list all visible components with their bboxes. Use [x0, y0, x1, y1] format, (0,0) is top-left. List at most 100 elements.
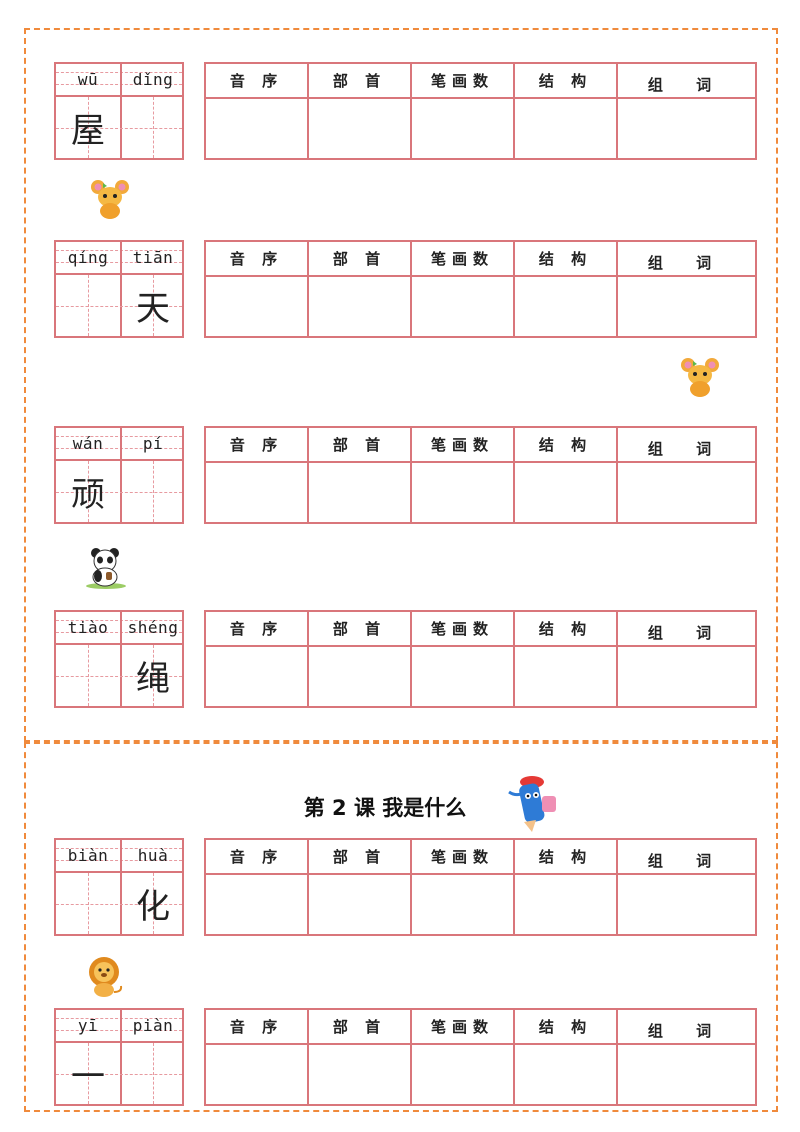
answer-cell[interactable]: [515, 463, 618, 522]
table-header-cell: 组 词: [618, 428, 755, 463]
table-header-cell: 音 序: [206, 1010, 309, 1045]
pinyin-syllable: dǐng: [132, 70, 174, 89]
table-header-cell: 笔画数: [412, 64, 515, 99]
table-header-cell: 组 词: [618, 242, 755, 277]
answer-cell[interactable]: [206, 875, 309, 934]
table-header-cell: 组 词: [618, 840, 755, 875]
answer-cell[interactable]: [412, 647, 515, 706]
lesson-title: 第 2 课 我是什么: [303, 796, 467, 820]
tianzige-word-box: wū dǐng 屋: [54, 62, 184, 160]
answer-cell[interactable]: [412, 99, 515, 158]
lion-icon: [89, 957, 123, 997]
hanzi-cell[interactable]: 一: [71, 1057, 105, 1097]
hanzi-cell[interactable]: 化: [136, 887, 170, 927]
table-header-cell: 部 首: [309, 1010, 412, 1045]
pinyin-row: [56, 64, 182, 97]
answer-cell[interactable]: [618, 875, 755, 934]
pinyin-syllable: shéng: [127, 618, 179, 637]
answer-cell[interactable]: [412, 277, 515, 336]
hanzi-cell[interactable]: 屋: [71, 111, 105, 151]
answer-cell[interactable]: [618, 647, 755, 706]
answer-cell[interactable]: [309, 647, 412, 706]
pinyin-row: [56, 428, 182, 461]
answer-cell[interactable]: [618, 463, 755, 522]
pinyin-row: [56, 612, 182, 645]
pinyin-row: [56, 1010, 182, 1043]
pinyin-row: [56, 840, 182, 873]
hanzi-cell[interactable]: [121, 466, 185, 524]
tianzige-word-box: tiào shéng 绳: [54, 610, 184, 708]
word-info-table: 音 序部 首笔画数结 构组 词: [204, 610, 757, 708]
table-header-cell: 部 首: [309, 840, 412, 875]
answer-cell[interactable]: [618, 1045, 755, 1104]
mouse-icon: [91, 180, 129, 219]
tianzige-word-box: yī piàn 一: [54, 1008, 184, 1106]
answer-cell[interactable]: [515, 277, 618, 336]
word-info-table: 音 序部 首笔画数结 构组 词: [204, 426, 757, 524]
table-header-cell: 笔画数: [412, 242, 515, 277]
pinyin-syllable: qíng: [67, 248, 109, 267]
tianzige-word-box: wán pí 顽: [54, 426, 184, 524]
table-header-cell: 组 词: [618, 64, 755, 99]
answer-cell[interactable]: [412, 1045, 515, 1104]
table-header-cell: 结 构: [515, 64, 618, 99]
hanzi-cell[interactable]: [56, 280, 120, 338]
answer-cell[interactable]: [515, 875, 618, 934]
answer-cell[interactable]: [206, 1045, 309, 1104]
answer-cell[interactable]: [309, 875, 412, 934]
pinyin-syllable: wán: [72, 434, 104, 453]
hanzi-cell[interactable]: [121, 102, 185, 160]
answer-cell[interactable]: [412, 463, 515, 522]
answer-cell[interactable]: [515, 99, 618, 158]
table-header-cell: 音 序: [206, 612, 309, 647]
pinyin-syllable: wū: [77, 70, 99, 89]
table-header-cell: 笔画数: [412, 1010, 515, 1045]
table-header-cell: 结 构: [515, 428, 618, 463]
panda-icon: [86, 548, 126, 589]
table-header-cell: 音 序: [206, 840, 309, 875]
hanzi-cell[interactable]: [56, 878, 120, 936]
hanzi-cell[interactable]: 绳: [136, 659, 170, 699]
hanzi-cell[interactable]: [56, 650, 120, 708]
pinyin-syllable: biàn: [67, 846, 109, 865]
table-header-cell: 部 首: [309, 428, 412, 463]
answer-cell[interactable]: [309, 463, 412, 522]
section-frame-bottom: [24, 742, 778, 1112]
pinyin-syllable: tiào: [67, 618, 109, 637]
hanzi-cell[interactable]: 顽: [71, 475, 105, 515]
answer-cell[interactable]: [206, 277, 309, 336]
pinyin-syllable: piàn: [132, 1016, 174, 1035]
pinyin-row: [56, 242, 182, 275]
answer-cell[interactable]: [309, 99, 412, 158]
pinyin-syllable: pí: [142, 434, 164, 453]
table-header-cell: 笔画数: [412, 840, 515, 875]
answer-cell[interactable]: [206, 647, 309, 706]
table-header-cell: 结 构: [515, 242, 618, 277]
answer-cell[interactable]: [515, 1045, 618, 1104]
pinyin-syllable: huà: [137, 846, 169, 865]
pinyin-syllable: yī: [77, 1016, 99, 1035]
answer-cell[interactable]: [618, 277, 755, 336]
table-header-cell: 音 序: [206, 64, 309, 99]
answer-cell[interactable]: [206, 463, 309, 522]
answer-cell[interactable]: [309, 277, 412, 336]
table-header-cell: 笔画数: [412, 612, 515, 647]
answer-cell[interactable]: [412, 875, 515, 934]
word-info-table: 音 序部 首笔画数结 构组 词: [204, 240, 757, 338]
answer-cell[interactable]: [309, 1045, 412, 1104]
hanzi-cell[interactable]: 天: [136, 289, 170, 329]
section-frame-top: [24, 28, 778, 742]
answer-cell[interactable]: [206, 99, 309, 158]
table-header-cell: 音 序: [206, 242, 309, 277]
pencil-mascot-icon: [508, 776, 556, 832]
word-info-table: 音 序部 首笔画数结 构组 词: [204, 1008, 757, 1106]
word-info-table: 音 序部 首笔画数结 构组 词: [204, 838, 757, 936]
answer-cell[interactable]: [618, 99, 755, 158]
word-info-table: 音 序部 首笔画数结 构组 词: [204, 62, 757, 160]
tianzige-word-box: biàn huà 化: [54, 838, 184, 936]
table-header-cell: 组 词: [618, 612, 755, 647]
hanzi-cell[interactable]: [121, 1048, 185, 1106]
answer-cell[interactable]: [515, 647, 618, 706]
table-header-cell: 部 首: [309, 242, 412, 277]
